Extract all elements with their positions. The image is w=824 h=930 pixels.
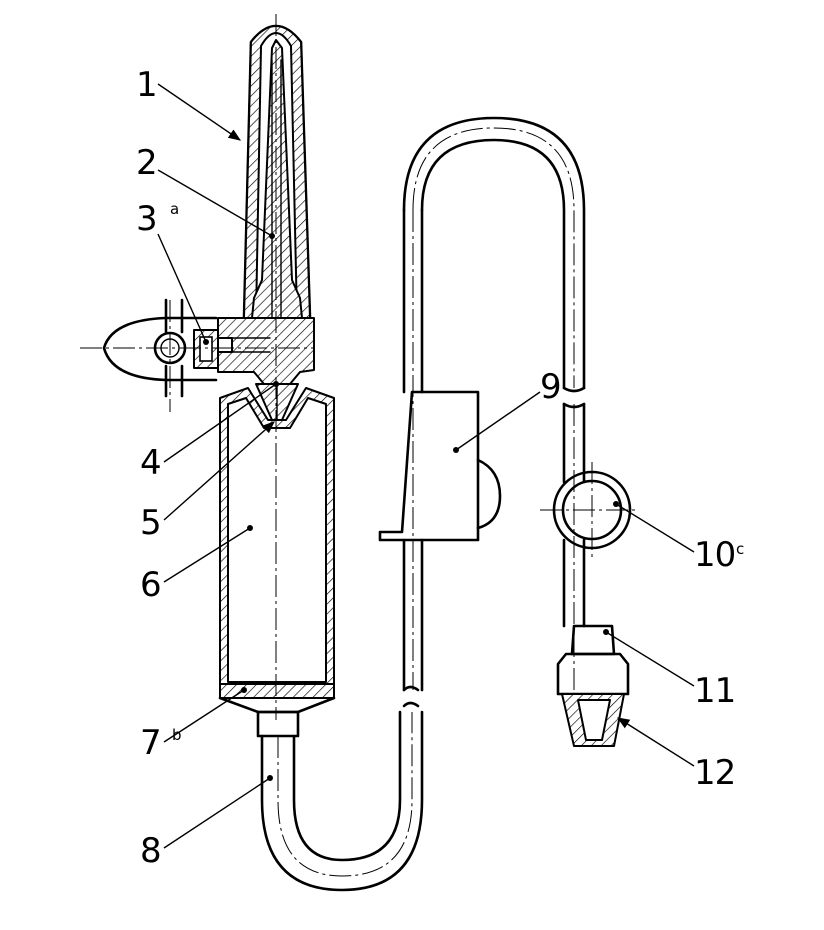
drip-chamber [219,387,335,689]
leader-11 [605,631,695,687]
leader-10 [615,503,695,553]
callout-3: 3 [136,199,157,239]
flow-regulator [378,390,502,542]
callout-8: 8 [140,831,161,871]
callout-6: 6 [140,565,161,605]
leader-dot-11 [603,629,609,635]
leader-7 [163,689,245,743]
callout-9: 9 [540,367,561,407]
leader-9 [455,391,541,451]
callout-3-superscript: a [170,200,179,218]
spike [251,39,303,361]
leader-dot-3 [203,339,209,345]
leader-8 [163,777,271,849]
callout-7-superscript: b [172,726,182,744]
callout-10: 10 [694,535,735,575]
leader-dot-8 [267,775,273,781]
callout-1: 1 [136,65,157,105]
callout-10-superscript: c [736,540,744,558]
leader-dot-6 [247,525,253,531]
callout-12: 12 [694,753,735,793]
callout-11: 11 [694,671,735,711]
tubing [260,116,586,892]
spike-hub [217,317,315,385]
callout-4: 4 [140,443,161,483]
protective-cap [561,693,625,747]
leader-dot-9 [453,447,459,453]
leader-4 [163,383,277,463]
leader-6 [163,527,251,583]
male-luer-fitting [556,624,630,696]
fluid-filter [218,683,336,738]
leader-dot-10 [613,501,619,507]
leader-3 [157,233,207,343]
leader-dot-2 [269,233,275,239]
callout-7: 7 [140,723,161,763]
leader-dot-4 [273,381,279,387]
center-lines [80,14,636,720]
leader-dot-7 [241,687,247,693]
leader-1 [157,83,242,141]
callout-labels: 1 2 3 a 4 5 6 7 b 8 9 10 c 11 12 [136,65,744,871]
leader-lines [157,83,695,849]
leader-12 [616,717,695,767]
leader-5 [163,421,275,521]
leader-2 [157,169,273,237]
callout-5: 5 [140,503,161,543]
callout-2: 2 [136,143,157,183]
